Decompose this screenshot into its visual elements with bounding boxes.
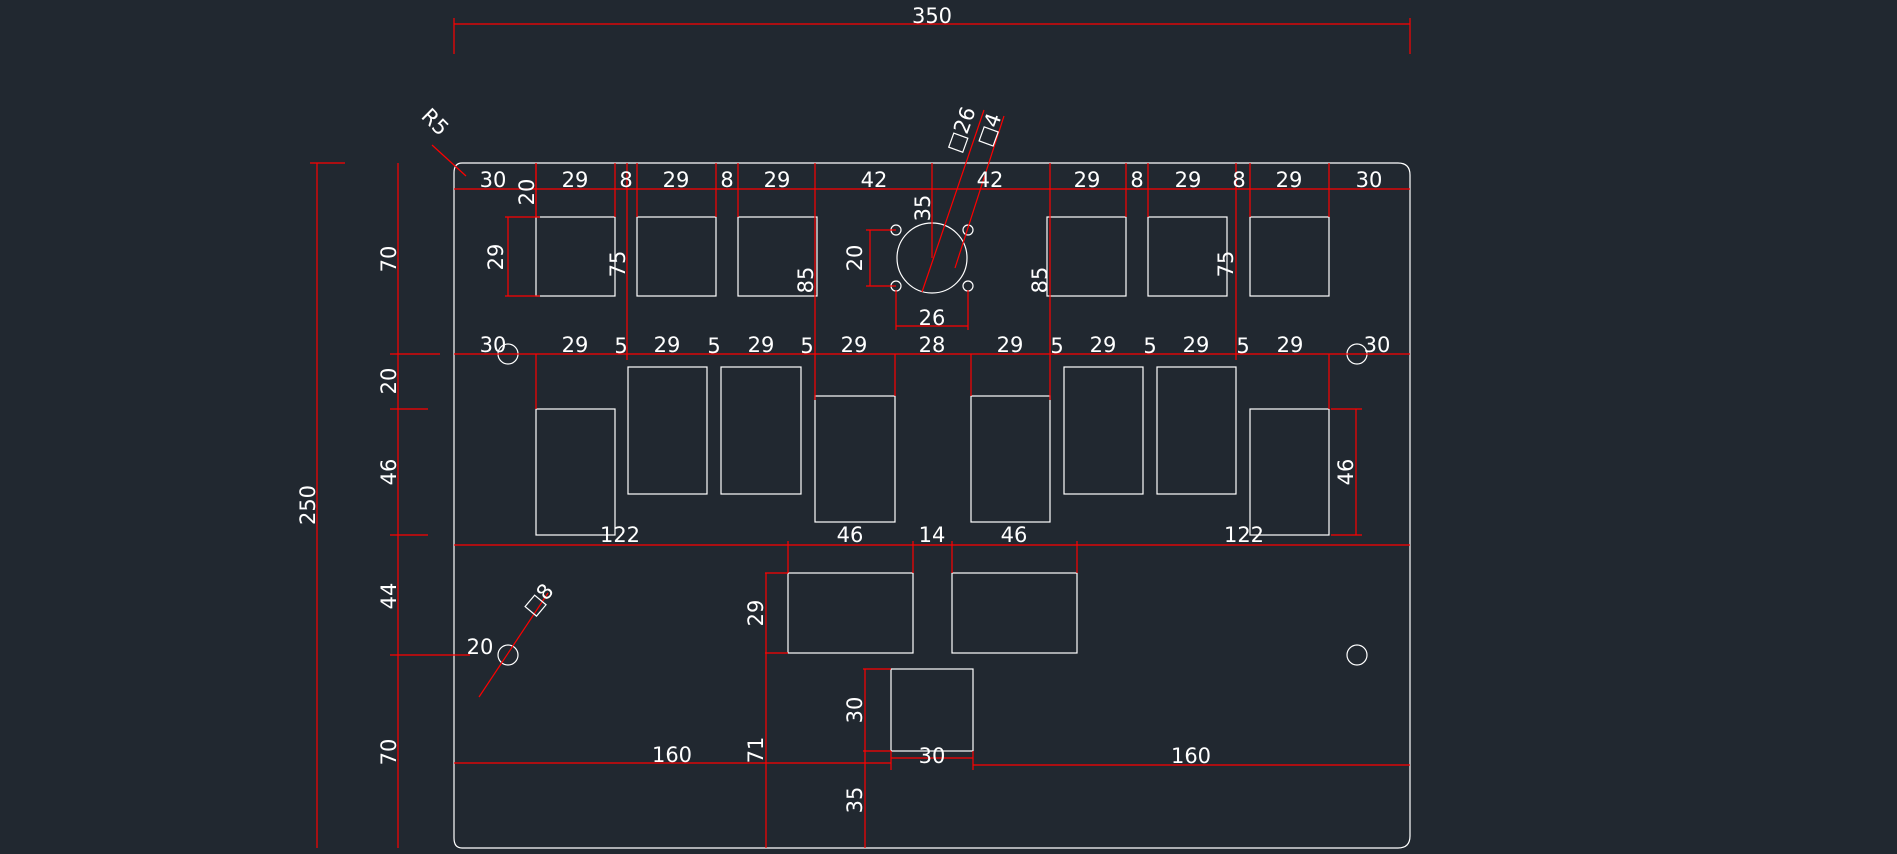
dim-label: 29	[1183, 333, 1210, 357]
dim-label: 14	[919, 523, 946, 547]
dim-label: 30	[1364, 333, 1391, 357]
dim-label: 29	[748, 333, 775, 357]
dimension-labels: 350 250 R5 30 29 8 29 8 29 42 42 29 8 29…	[296, 4, 1390, 813]
dim-label: 46	[1001, 523, 1028, 547]
dimension-lines	[310, 18, 1411, 848]
dim-label: 20	[515, 179, 539, 206]
dim-label: 75	[606, 251, 630, 278]
dim-label: 29	[654, 333, 681, 357]
dim-label: 29	[1277, 333, 1304, 357]
dim-label: 30	[1356, 168, 1383, 192]
top-row-labels: 30 29 8 29 8 29 42 42 29 8 29 8 29 30	[480, 168, 1383, 192]
dim-label: 160	[652, 743, 692, 767]
dim-label: 46	[377, 459, 401, 486]
mount-hole-bottom-right	[1346, 644, 1368, 666]
dim-label: 30	[480, 168, 507, 192]
knob-screw-hole	[962, 224, 974, 236]
dim-label: 29	[764, 168, 791, 192]
dim-label: 46	[837, 523, 864, 547]
dim-label: 71	[744, 737, 768, 764]
panel-outline	[453, 162, 1411, 849]
dim-label: 20	[377, 368, 401, 395]
dim-label: 29	[841, 333, 868, 357]
dim-label: 8	[1130, 168, 1143, 192]
dim-label: 46	[1334, 459, 1358, 486]
dim-label: 30	[843, 697, 867, 724]
dim-label: 44	[377, 583, 401, 610]
cutouts	[497, 216, 1368, 752]
dim-label: 5	[1236, 334, 1249, 358]
dim-label: 85	[1028, 267, 1052, 294]
dim-label: 5	[614, 334, 627, 358]
dim-label: 5	[1050, 334, 1063, 358]
dim-label: 30	[919, 744, 946, 768]
mid-row-labels: 30 29 5 29 5 29 5 29 28 29 5 29 5 29 5 2…	[480, 333, 1391, 358]
overall-width-label: 350	[912, 4, 952, 28]
mid-cutout-3	[720, 366, 802, 495]
dim-label: 30	[480, 333, 507, 357]
top-cutout-4	[1046, 216, 1127, 297]
dim-label: 5	[1143, 334, 1156, 358]
dim-label: 5	[707, 334, 720, 358]
dim-label: 160	[1171, 744, 1211, 768]
dim-label: 29	[1175, 168, 1202, 192]
mount-hole-bottom-left	[497, 644, 519, 666]
dim-label: 20	[467, 635, 494, 659]
dim-label: 122	[1224, 523, 1264, 547]
left-vertical-labels: 70 20 46 44 70	[377, 246, 401, 766]
dim-label: 5	[800, 334, 813, 358]
top-cutout-6	[1249, 216, 1330, 297]
bottom-row-labels: 160 30 160	[652, 743, 1211, 768]
top-cutout-2	[636, 216, 717, 297]
dim-label: 42	[977, 168, 1004, 192]
dim-label: 29	[484, 244, 508, 271]
mid-cutout-7	[1156, 366, 1237, 495]
dim-label: 70	[377, 246, 401, 273]
mid-cutout-6	[1063, 366, 1144, 495]
dim-label: 29	[1090, 333, 1117, 357]
dim-label: 29	[1276, 168, 1303, 192]
mid-cutout-2	[627, 366, 708, 495]
overall-height-label: 250	[296, 485, 320, 525]
bottom-cutout	[890, 668, 974, 752]
dim-label: 20	[843, 245, 867, 272]
top-cutout-3	[737, 216, 818, 297]
dim-label: 8	[1232, 168, 1245, 192]
dim-label: 35	[843, 787, 867, 814]
dim-label: 29	[744, 600, 768, 627]
mid-cutout-5	[970, 395, 1051, 523]
dim-label: 29	[1074, 168, 1101, 192]
dim-label: 42	[861, 168, 888, 192]
mid-cutout-8	[1249, 408, 1330, 536]
lower-cutout-left	[787, 572, 914, 654]
dim-label: 29	[562, 333, 589, 357]
mid-cutout-1	[535, 408, 616, 536]
top-cutout-5	[1147, 216, 1228, 297]
mid-cutout-4	[814, 395, 896, 523]
dim-label: 35	[911, 195, 935, 222]
dim-label: 26	[919, 306, 946, 330]
dim-label: 28	[919, 333, 946, 357]
top-cutout-1	[535, 216, 616, 297]
lower-cutout-right	[951, 572, 1078, 654]
dim-label: 29	[663, 168, 690, 192]
dim-label: 8	[619, 168, 632, 192]
dim-label: 29	[997, 333, 1024, 357]
dim-label: 29	[562, 168, 589, 192]
dim-label: 70	[377, 739, 401, 766]
dim-label: 85	[794, 267, 818, 294]
lower-row-labels: 122 46 14 46 122	[600, 523, 1264, 547]
dim-label: 75	[1214, 251, 1238, 278]
dim-label: 8	[720, 168, 733, 192]
dim-label: 122	[600, 523, 640, 547]
